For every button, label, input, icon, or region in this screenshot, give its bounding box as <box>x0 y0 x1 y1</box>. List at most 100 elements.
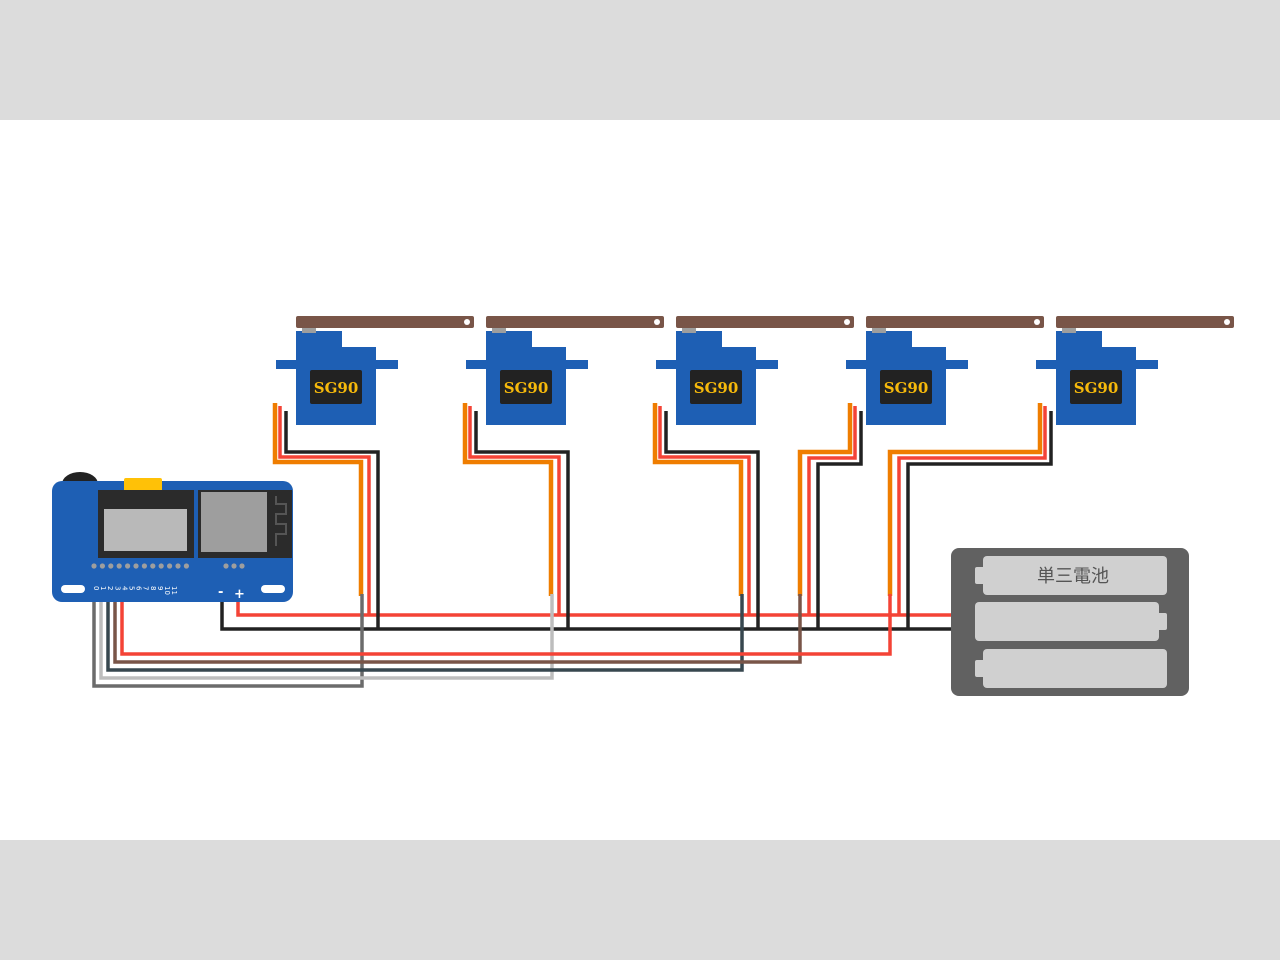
board-connector <box>124 478 162 492</box>
pin-number-label: 4 <box>120 586 128 591</box>
battery-cell <box>983 649 1167 688</box>
battery-cell-terminal <box>975 660 985 677</box>
servo-power-wire <box>468 406 561 615</box>
pin-dot <box>99 563 105 569</box>
servo-shaft <box>302 325 316 333</box>
signal-wires <box>92 594 892 688</box>
pin-dot <box>150 563 156 569</box>
pin-header <box>91 563 189 569</box>
terminal-plus-label: + <box>234 587 245 602</box>
servo-horn-hole <box>1224 319 1230 325</box>
servo-motor: SG90 <box>272 316 474 629</box>
servo-label: SG90 <box>314 379 359 397</box>
pin-dot <box>133 563 139 569</box>
pin-number-label: 0 <box>92 586 100 590</box>
servo-shaft <box>872 325 886 333</box>
servo-ground-wire <box>474 411 570 629</box>
servo-horn-arm <box>676 316 854 328</box>
pin-dot <box>91 563 97 569</box>
board-led <box>223 563 229 569</box>
ground-rail-wire <box>220 598 952 631</box>
pin-dot <box>158 563 164 569</box>
servo-label: SG90 <box>694 379 739 397</box>
terminal-minus-label: - <box>218 585 223 600</box>
diagram-canvas <box>0 120 1280 840</box>
servo-gear-housing <box>1056 331 1102 351</box>
pin-number-label: 7 <box>142 586 150 590</box>
servo-motor: SG90 <box>652 316 854 629</box>
pin-number-label: 6 <box>135 586 143 591</box>
board-led <box>239 563 245 569</box>
signal-lead-wire <box>99 594 554 680</box>
servo-horn-hole <box>464 319 470 325</box>
servo-horn-hole <box>844 319 850 325</box>
servo-ground-wire <box>816 411 863 629</box>
board-module-chip <box>201 492 267 552</box>
servo-power-wire <box>278 406 371 615</box>
servo-motor: SG90 <box>887 316 1234 629</box>
servo-shaft <box>492 325 506 333</box>
servo-label: SG90 <box>1074 379 1119 397</box>
servo-label-plate <box>500 370 552 404</box>
pin-dot <box>116 563 122 569</box>
power-rails <box>220 598 952 631</box>
pin-number-label: 11 <box>170 586 178 595</box>
mount-slot-left <box>61 585 85 593</box>
pin-number-label: 2 <box>106 586 114 590</box>
servo-horn-arm <box>866 316 1044 328</box>
pin-number-label: 5 <box>128 586 136 590</box>
pin-number-label: 3 <box>113 586 121 590</box>
servo-signal-wire <box>272 403 364 596</box>
pin-number-label: 9 <box>156 586 164 590</box>
battery-cell-terminal <box>1157 613 1167 630</box>
servo-label-plate <box>880 370 932 404</box>
pin-dot <box>183 563 189 569</box>
pin-dot <box>141 563 147 569</box>
battery-cell-terminal <box>975 567 985 584</box>
signal-lead-wire <box>106 594 744 672</box>
battery-holder: 単三電池 <box>951 548 1189 696</box>
servo-signal-wire <box>887 403 1043 596</box>
servo-group: SG90 SG90 SG90 SG90 SG90 <box>272 316 1234 629</box>
servo-power-wire <box>897 406 1047 615</box>
servo-label-plate <box>1070 370 1122 404</box>
pin-number-label: 1 <box>99 586 107 590</box>
servo-ground-wire <box>906 411 1053 629</box>
servo-horn-hole <box>1034 319 1040 325</box>
servo-horn-arm <box>296 316 474 328</box>
mount-slot-right <box>261 585 285 593</box>
pin-dot <box>125 563 131 569</box>
servo-motor: SG90 <box>797 316 1044 629</box>
servo-signal-wire <box>797 403 853 596</box>
servo-power-wire <box>658 406 751 615</box>
board-display <box>104 509 187 551</box>
servo-horn-hole <box>654 319 660 325</box>
servo-gear-housing <box>866 331 912 351</box>
servo-horn-arm <box>1056 316 1234 328</box>
servo-power-wire <box>807 406 857 615</box>
pin-dot <box>175 563 181 569</box>
antenna-icon <box>275 496 287 546</box>
servo-gear-housing <box>486 331 532 351</box>
servo-shaft <box>682 325 696 333</box>
battery-cell <box>983 556 1167 595</box>
servo-gear-housing <box>676 331 722 351</box>
servo-signal-wire <box>462 403 554 596</box>
pin-number-label: 8 <box>149 586 157 590</box>
power-rail-wire <box>236 598 952 617</box>
servo-gear-housing <box>296 331 342 351</box>
servo-ground-wire <box>664 411 760 629</box>
pin-number-label: 10 <box>163 586 171 595</box>
servo-motor: SG90 <box>462 316 664 629</box>
servo-label: SG90 <box>504 379 549 397</box>
servo-signal-wire <box>652 403 744 596</box>
pin-dot <box>108 563 114 569</box>
servo-horn-arm <box>486 316 664 328</box>
board-led <box>231 563 237 569</box>
signal-lead-wire <box>113 594 802 664</box>
signal-lead-wire <box>120 594 892 656</box>
pin-dot <box>167 563 173 569</box>
